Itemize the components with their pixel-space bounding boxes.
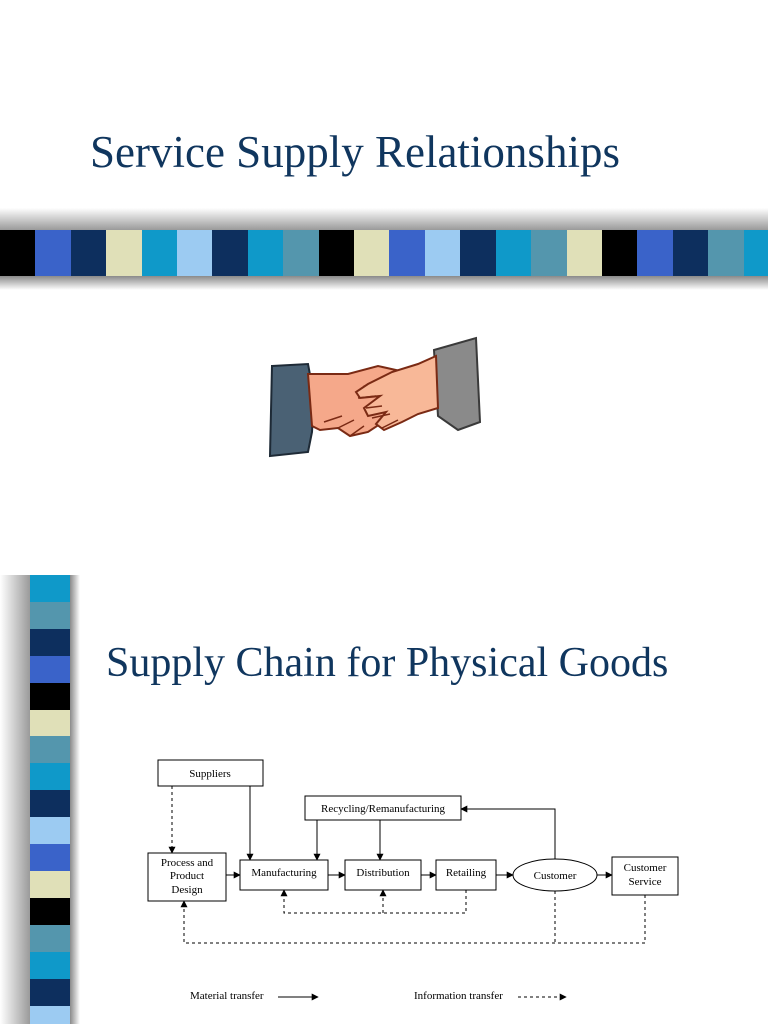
band-square: [141, 230, 178, 276]
manufacturing-label: Manufacturing: [251, 867, 317, 879]
legend-information-label: Information transfer: [414, 990, 503, 1002]
band-shadow: [0, 575, 30, 1024]
band-square: [354, 230, 390, 276]
suppliers-box: [157, 759, 264, 787]
recycling-label: Recycling/Remanufacturing: [321, 803, 446, 815]
slide-2: Supply Chain for Physical Goods Supplier…: [0, 575, 768, 1024]
suppliers-label: Suppliers: [189, 768, 231, 780]
band-square: [30, 817, 70, 845]
band-square: [30, 601, 70, 629]
band-square: [424, 230, 461, 276]
band-square: [30, 763, 70, 791]
band-square: [389, 230, 425, 276]
band-shadow: [0, 276, 768, 290]
recycling-box: [304, 795, 462, 821]
band-square: [30, 924, 70, 952]
band-square: [70, 230, 107, 276]
process-label-line-2: Product: [170, 870, 204, 882]
band-square: [30, 628, 70, 656]
customer-label: Customer: [534, 870, 577, 882]
process-design-box: [147, 852, 227, 902]
band-shadow: [0, 208, 768, 230]
band-square: [672, 230, 709, 276]
retailing-label: Retailing: [446, 867, 487, 879]
decorative-vertical-band: [0, 575, 80, 1024]
band-square: [283, 230, 319, 276]
info-retailing-manufacturing: [280, 889, 467, 914]
process-label-line-3: Design: [171, 884, 203, 896]
service-label-line-1: Customer: [624, 862, 667, 874]
band-square: [212, 230, 248, 276]
band-square: [0, 230, 36, 276]
band-square: [495, 230, 532, 276]
band-square: [30, 870, 70, 898]
customer-service-box: [611, 856, 679, 896]
band-square: [30, 951, 70, 979]
band-square: [35, 230, 71, 276]
band-square: [30, 709, 70, 737]
band-square: [30, 790, 70, 818]
arrow-customer-recycling: [460, 805, 556, 859]
band-square: [247, 230, 284, 276]
band-square: [531, 230, 567, 276]
band-square: [30, 682, 70, 710]
slide-1-title: Service Supply Relationships: [90, 127, 620, 177]
band-square: [637, 230, 673, 276]
band-square: [30, 655, 70, 683]
band-square: [177, 230, 213, 276]
info-service-process: [180, 895, 646, 944]
band-square: [601, 230, 638, 276]
band-square: [460, 230, 496, 276]
band-square: [30, 897, 70, 925]
band-square: [566, 230, 602, 276]
band-square: [30, 844, 70, 871]
distribution-label: Distribution: [356, 867, 410, 879]
handshake-icon: [268, 336, 482, 458]
slide-2-title: Supply Chain for Physical Goods: [106, 640, 669, 686]
band-square: [743, 230, 768, 276]
process-label-line-1: Process and: [161, 857, 214, 869]
band-square: [708, 230, 744, 276]
band-square: [30, 736, 70, 764]
vertical-color-band: [30, 575, 70, 1024]
band-square: [30, 575, 70, 602]
band-square: [30, 978, 70, 1006]
decorative-color-band: [0, 230, 768, 276]
legend-material-label: Material transfer: [190, 990, 264, 1002]
supply-chain-diagram: Suppliers Recycling/Remanufacturing Proc…: [147, 759, 679, 1002]
band-square: [318, 230, 355, 276]
band-square: [30, 1005, 70, 1024]
band-square: [106, 230, 142, 276]
service-label-line-2: Service: [629, 876, 662, 888]
band-shadow: [70, 575, 80, 1024]
slide-1: Service Supply Relationships: [0, 127, 768, 458]
